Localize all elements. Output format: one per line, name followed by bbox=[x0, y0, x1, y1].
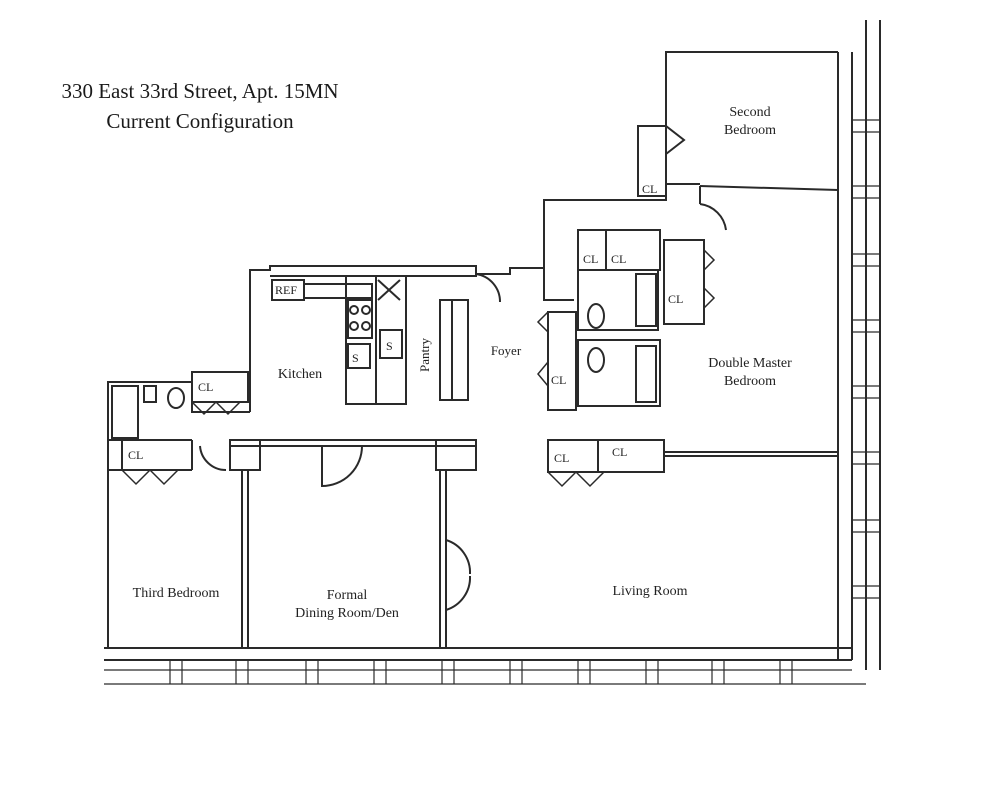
closet-label: CL bbox=[642, 182, 657, 196]
closet-label: CL bbox=[554, 451, 569, 465]
dining-walls bbox=[199, 439, 477, 648]
room-label-kitchen: Kitchen bbox=[277, 367, 323, 382]
kitchen-walls bbox=[249, 265, 477, 412]
second-bedroom-walls bbox=[637, 51, 838, 197]
exterior-walls bbox=[104, 20, 881, 670]
third-bedroom-walls bbox=[107, 371, 250, 648]
closet-label: CL bbox=[583, 252, 598, 266]
closet-label: CL bbox=[551, 373, 566, 387]
closet-label: CL bbox=[612, 445, 627, 459]
closet-label: CL bbox=[611, 252, 626, 266]
sink-label: S bbox=[386, 339, 393, 353]
room-label-living-room: Living Room bbox=[612, 584, 688, 599]
sink-label: S bbox=[352, 351, 359, 365]
master-bedroom-walls bbox=[663, 183, 839, 325]
closet-doors bbox=[121, 249, 716, 488]
room-label-second-bedroom: Second Bedroom bbox=[723, 105, 777, 138]
room-label-dining-room: Formal Dining Room/Den bbox=[295, 588, 399, 621]
room-label-foyer: Foyer bbox=[490, 343, 522, 358]
room-label-master-bedroom: Double Master Bedroom bbox=[708, 356, 792, 389]
plan-title: 330 East 33rd Street, Apt. 15MN bbox=[61, 79, 339, 103]
room-label-pantry: Pantry bbox=[417, 338, 432, 372]
closet-label: CL bbox=[128, 448, 143, 462]
refrigerator-label: REF bbox=[275, 283, 297, 297]
room-label-third-bedroom: Third Bedroom bbox=[132, 586, 220, 601]
window-mullions bbox=[104, 119, 880, 685]
closet-label: CL bbox=[198, 380, 213, 394]
plan-subtitle: Current Configuration bbox=[106, 109, 294, 133]
foyer-walls bbox=[475, 186, 838, 473]
closet-label: CL bbox=[668, 292, 683, 306]
